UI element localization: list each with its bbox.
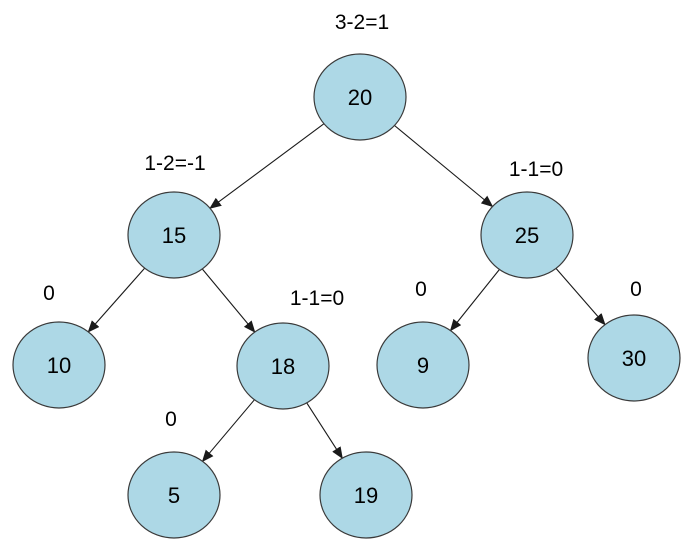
node-circle bbox=[319, 451, 413, 539]
node-value: 15 bbox=[162, 223, 186, 248]
balance-label-25: 1-1=0 bbox=[509, 158, 563, 181]
balance-label-18: 1-1=0 bbox=[290, 287, 344, 310]
balance-annotations: 3-2=1 1-2=-1 1-1=0 0 1-1=0 0 0 0 bbox=[43, 11, 642, 431]
node-circle bbox=[236, 322, 330, 410]
edge-n20-n15 bbox=[209, 123, 325, 209]
tree-node-15: 15 bbox=[127, 191, 221, 279]
node-circle bbox=[376, 321, 470, 409]
node-circle bbox=[127, 191, 221, 279]
node-value: 30 bbox=[622, 346, 646, 371]
balance-label-9: 0 bbox=[415, 278, 427, 301]
edge-n20-n25 bbox=[394, 125, 494, 208]
edge-n15-n10 bbox=[87, 267, 146, 333]
node-value: 19 bbox=[354, 483, 378, 508]
edge-n18-n5 bbox=[201, 399, 255, 463]
edge-n18-n19 bbox=[306, 402, 343, 460]
node-value: 20 bbox=[348, 85, 372, 110]
tree-nodes: 20 15 25 10 18 9 30 5 19 bbox=[12, 53, 681, 539]
tree-node-10: 10 bbox=[12, 321, 106, 409]
node-value: 25 bbox=[515, 223, 539, 248]
edge-n15-n18 bbox=[201, 268, 256, 333]
balance-label-5: 0 bbox=[165, 408, 177, 431]
node-value: 18 bbox=[271, 354, 295, 379]
node-circle bbox=[127, 451, 221, 539]
tree-node-5: 5 bbox=[127, 451, 221, 539]
balance-label-10: 0 bbox=[43, 282, 55, 305]
tree-node-20: 20 bbox=[313, 53, 407, 141]
node-value: 9 bbox=[417, 353, 429, 378]
edge-n25-n9 bbox=[449, 269, 500, 332]
balance-label-15: 1-2=-1 bbox=[144, 152, 205, 175]
node-circle bbox=[313, 53, 407, 141]
tree-node-25: 25 bbox=[480, 191, 574, 279]
tree-node-18: 18 bbox=[236, 322, 330, 410]
node-circle bbox=[587, 314, 681, 402]
tree-node-30: 30 bbox=[587, 314, 681, 402]
balance-label-20: 3-2=1 bbox=[335, 11, 389, 34]
tree-node-19: 19 bbox=[319, 451, 413, 539]
tree-node-9: 9 bbox=[376, 321, 470, 409]
node-circle bbox=[12, 321, 106, 409]
node-value: 10 bbox=[47, 353, 71, 378]
edge-n25-n30 bbox=[555, 268, 606, 326]
balance-label-30: 0 bbox=[630, 278, 642, 301]
tree-edges bbox=[87, 123, 606, 463]
node-value: 5 bbox=[168, 483, 180, 508]
node-circle bbox=[480, 191, 574, 279]
